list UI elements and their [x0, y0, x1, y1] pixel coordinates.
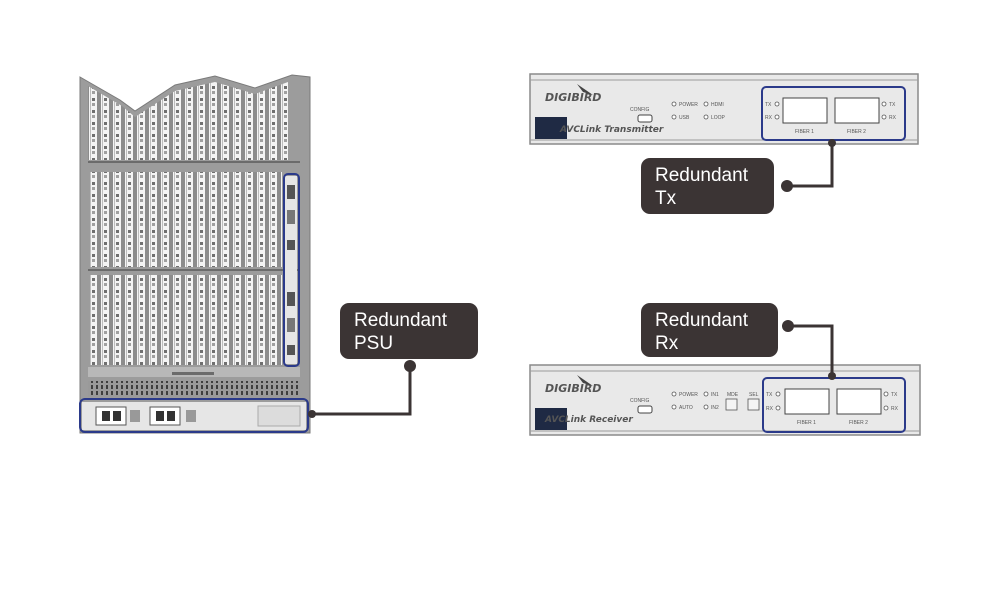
chassis-vent [88, 381, 300, 397]
side-connector-panel [285, 176, 297, 364]
led-indicator-icon [703, 404, 709, 410]
rx-mode-button [725, 398, 738, 411]
side-panel-highlight [283, 173, 300, 367]
callout-tx-line2: Tx [655, 188, 677, 209]
tx-fiber1-label: FIBER 1 [795, 129, 814, 135]
rx-side-rx-label: RX [766, 406, 774, 412]
power-inlet-icon [149, 406, 181, 426]
transmitter-unit: DIGIBIRD AVCLink Transmitter CONFIG POWE… [529, 73, 919, 145]
rx-model-label: AVCLink Receiver [544, 415, 633, 425]
bird-logo-icon [577, 84, 593, 95]
sfp-port-icon [836, 388, 882, 415]
connector-tx [781, 139, 836, 192]
led-indicator-icon [703, 391, 709, 397]
callout-rx-line1: Redundant [655, 310, 748, 331]
rx-fiber2-label: FIBER 2 [849, 420, 868, 426]
rx-sel-button [747, 398, 760, 411]
rx-config-label: CONFIG [630, 398, 650, 404]
tx-side-rx-label: RX [765, 115, 773, 121]
connector-psu [308, 360, 416, 418]
callout-redundant-rx: Redundant Rx [641, 303, 778, 357]
rx-sel-label: SEL [749, 392, 759, 398]
rx-right-tx-label: TX [891, 392, 898, 398]
led-indicator-icon [881, 114, 887, 120]
sfp-port-icon [782, 97, 828, 124]
led-indicator-icon [671, 101, 677, 107]
led-indicator-icon [775, 405, 781, 411]
tx-config-port [637, 114, 653, 123]
tx-right-tx-label: TX [889, 102, 896, 108]
power-inlet-icon [95, 406, 127, 426]
receiver-unit: DIGIBIRD AVCLink Receiver CONFIG POWER A… [529, 364, 921, 436]
tx-led-power: POWER [679, 102, 698, 108]
led-indicator-icon [883, 391, 889, 397]
sfp-port-icon [784, 388, 830, 415]
tx-fiber2-label: FIBER 2 [847, 129, 866, 135]
rx-led-power: POWER [679, 392, 698, 398]
rx-side-tx-label: TX [766, 392, 773, 398]
tx-right-rx-label: RX [889, 115, 897, 121]
tx-led-usb: USB [679, 115, 690, 121]
led-indicator-icon [703, 114, 709, 120]
sfp-port-icon [834, 97, 880, 124]
tx-brand: DIGIBIRD [545, 91, 601, 104]
led-indicator-icon [671, 404, 677, 410]
tx-config-label: CONFIG [630, 107, 650, 113]
led-indicator-icon [775, 391, 781, 397]
matrix-chassis [79, 74, 311, 434]
rx-led-auto: AUTO [679, 405, 693, 411]
led-indicator-icon [883, 405, 889, 411]
callout-psu-line2: PSU [354, 333, 394, 354]
tx-model-label: AVCLink Transmitter [559, 125, 664, 135]
led-indicator-icon [703, 101, 709, 107]
tx-led-hdmi: HDMI [711, 102, 724, 108]
rx-brand: DIGIBIRD [545, 382, 601, 395]
tx-side-tx-label: TX [765, 102, 772, 108]
led-indicator-icon [671, 391, 677, 397]
callout-tx-line1: Redundant [655, 165, 748, 186]
led-indicator-icon [774, 114, 780, 120]
psu-highlight [79, 398, 309, 433]
rx-config-port [637, 405, 653, 414]
callout-psu-line1: Redundant [354, 310, 447, 331]
bird-logo-icon [577, 375, 593, 386]
rx-fiber1-label: FIBER 1 [797, 420, 816, 426]
connector-rx [782, 320, 836, 380]
callout-redundant-tx: Redundant Tx [641, 158, 774, 214]
rx-right-rx-label: RX [891, 406, 899, 412]
callout-redundant-psu: Redundant PSU [340, 303, 478, 359]
rx-mode-label: MDE [727, 392, 739, 398]
rx-led-in1: IN1 [711, 392, 719, 398]
callout-rx-line2: Rx [655, 333, 679, 354]
rx-led-in2: IN2 [711, 405, 719, 411]
led-indicator-icon [671, 114, 677, 120]
led-indicator-icon [881, 101, 887, 107]
led-indicator-icon [774, 101, 780, 107]
tx-led-loop: LOOP [711, 115, 726, 121]
